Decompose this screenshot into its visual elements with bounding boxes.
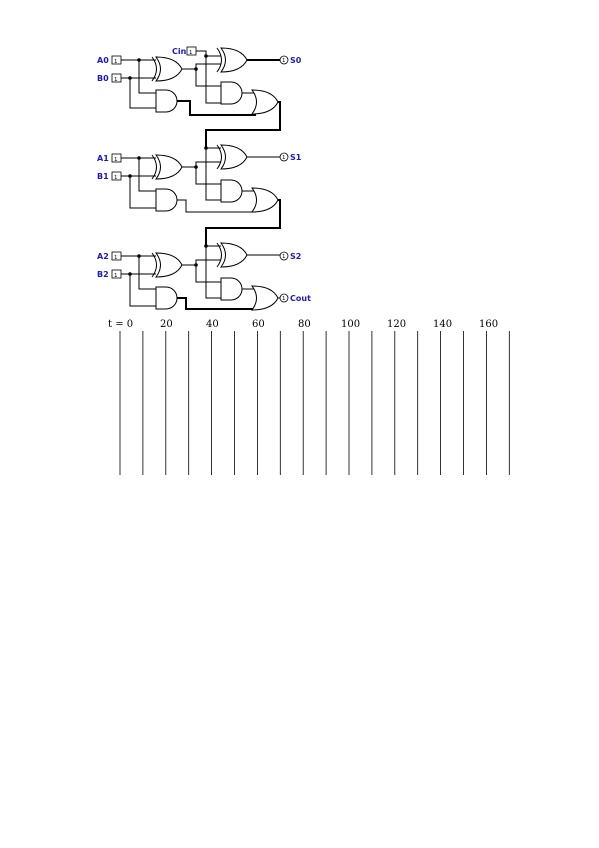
input-value-a1: 1 <box>114 157 117 163</box>
xor-gate <box>151 252 183 278</box>
output-label-s0: S0 <box>290 56 302 65</box>
time-tick-label: 120 <box>387 319 406 330</box>
or-gate <box>251 89 279 115</box>
and-gate <box>220 277 243 301</box>
input-pin-b0[interactable]: 1 <box>111 73 122 83</box>
output-value-s1: 1 <box>282 155 285 161</box>
time-tick-label: 20 <box>160 319 173 330</box>
time-tick-label: 60 <box>252 319 265 330</box>
time-tick-label: 80 <box>298 319 311 330</box>
xor-gate <box>151 154 183 180</box>
input-label-a1: A1 <box>97 154 109 163</box>
and-gate <box>155 286 178 310</box>
output-probe-s2: 1 <box>279 251 289 261</box>
full-adder-stage-1: A1 1 B1 1 <box>97 144 302 246</box>
input-pin-a1[interactable]: 1 <box>111 153 122 163</box>
input-label-b1: B1 <box>97 172 109 181</box>
input-value-a2: 1 <box>114 255 117 261</box>
time-tick-labels: t = 0 20 40 60 80 100 120 140 160 <box>108 319 498 330</box>
output-label-cout: Cout <box>290 294 311 303</box>
input-value-cin: 1 <box>189 50 192 56</box>
output-probe-s0: 1 <box>279 55 289 65</box>
timing-diagram: t = 0 20 40 60 80 100 120 140 160 <box>108 319 510 475</box>
input-label-b0: B0 <box>97 74 109 83</box>
output-value-s0: 1 <box>282 58 285 64</box>
input-pin-b2[interactable]: 1 <box>111 269 122 279</box>
input-pin-cin[interactable]: 1 <box>186 46 197 56</box>
time-tick-label: 140 <box>433 319 452 330</box>
time-tick-label: t = 0 <box>108 319 133 330</box>
xor-gate <box>216 144 248 170</box>
input-label-a2: A2 <box>97 252 109 261</box>
full-adder-stage-2: A2 1 B2 1 <box>97 242 311 311</box>
input-pin-a2[interactable]: 1 <box>111 251 122 261</box>
full-adder-stage-0: A0 1 B0 1 Cin 1 <box>97 46 302 148</box>
xor-gate <box>216 242 248 268</box>
input-value-b0: 1 <box>114 77 117 83</box>
output-value-cout: 1 <box>282 296 285 302</box>
time-tick-label: 100 <box>341 319 360 330</box>
time-grid-lines <box>119 331 510 475</box>
input-value-b2: 1 <box>114 273 117 279</box>
input-value-a0: 1 <box>114 59 117 65</box>
input-pin-a0[interactable]: 1 <box>111 55 122 65</box>
or-gate <box>251 285 279 311</box>
xor-gate <box>216 47 248 73</box>
or-gate <box>251 187 279 213</box>
output-probe-s1: 1 <box>279 152 289 162</box>
and-gate <box>220 81 243 105</box>
input-label-cin: Cin <box>172 47 187 56</box>
xor-gate <box>151 56 183 82</box>
input-pin-b1[interactable]: 1 <box>111 171 122 181</box>
input-value-b1: 1 <box>114 175 117 181</box>
and-gate <box>220 179 243 203</box>
input-label-b2: B2 <box>97 270 109 279</box>
input-label-a0: A0 <box>97 56 109 65</box>
output-label-s2: S2 <box>290 252 301 261</box>
and-gate <box>155 188 178 212</box>
output-label-s1: S1 <box>290 153 302 162</box>
time-tick-label: 160 <box>479 319 498 330</box>
output-probe-cout: 1 <box>279 293 289 303</box>
and-gate <box>155 89 178 113</box>
time-tick-label: 40 <box>206 319 219 330</box>
output-value-s2: 1 <box>282 254 285 260</box>
